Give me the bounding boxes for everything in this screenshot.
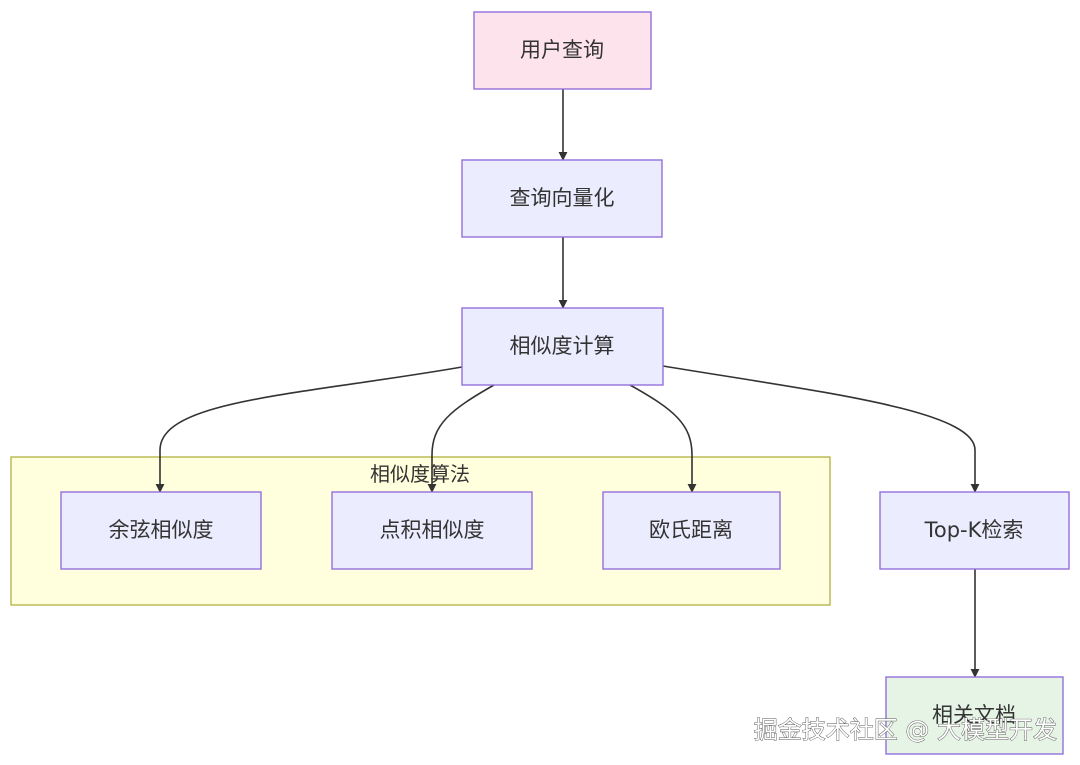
edge-similarity-to-cosine <box>155 366 463 493</box>
node-topk-retrieval: Top-K检索 <box>879 491 1070 570</box>
node-label: 相关文档 <box>932 703 1016 727</box>
node-label: 余弦相似度 <box>109 518 214 542</box>
node-query-vectorize: 查询向量化 <box>461 159 663 238</box>
watermark-text: 掘金技术社区 @ 大模型开发 <box>754 716 1057 744</box>
edge-similarity-to-dot-product <box>427 384 495 493</box>
node-label: 欧氏距离 <box>649 518 733 542</box>
node-dot-product-similarity: 点积相似度 <box>331 491 533 570</box>
node-label: 相似度计算 <box>510 334 615 358</box>
node-label: 点积相似度 <box>380 518 485 542</box>
edges <box>155 89 980 678</box>
node-similarity-calc: 相似度计算 <box>461 307 664 386</box>
cluster-title: 相似度算法 <box>370 462 470 486</box>
node-label: Top-K检索 <box>924 518 1024 542</box>
node-label: 用户查询 <box>520 38 604 62</box>
node-euclidean-distance: 欧氏距离 <box>602 491 781 570</box>
edge-similarity-to-euclidean <box>629 384 697 493</box>
node-user-query: 用户查询 <box>473 11 652 90</box>
node-related-documents: 相关文档 <box>885 676 1064 755</box>
node-label: 查询向量化 <box>510 186 615 210</box>
edge-similarity-to-topk <box>662 365 980 493</box>
node-cosine-similarity: 余弦相似度 <box>60 491 262 570</box>
